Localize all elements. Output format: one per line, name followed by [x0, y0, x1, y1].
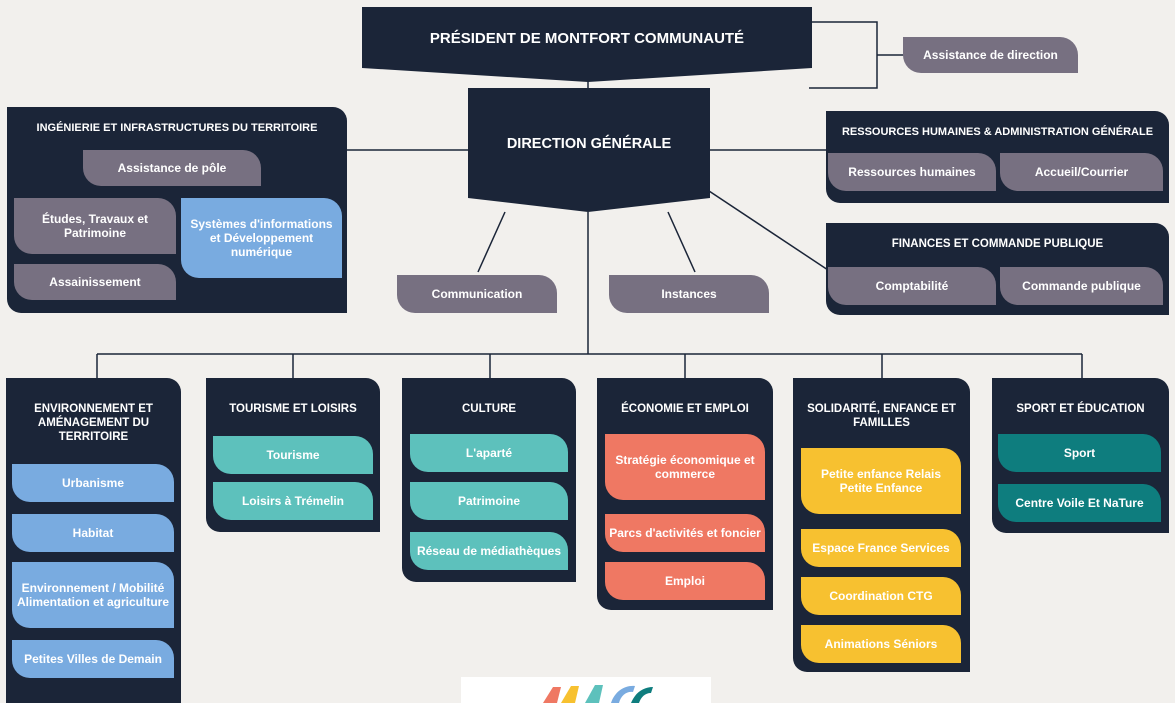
mediatheques-box: Réseau de médiathèques: [410, 532, 568, 570]
sport-panel: SPORT ET ÉDUCATION Sport Centre Voile Et…: [992, 378, 1169, 533]
coordination-ctg-box: Coordination CTG: [801, 577, 961, 615]
culture-title: CULTURE: [461, 403, 517, 415]
tourisme-title: TOURISME ET LOISIRS: [229, 403, 357, 415]
assistance-pole-box: Assistance de pôle: [83, 150, 261, 186]
etudes-travaux-box: Études, Travaux et Patrimoine: [14, 198, 176, 254]
loisirs-tremelin-box: Loisirs à Trémelin: [213, 482, 373, 520]
emploi-box: Emploi: [605, 562, 765, 600]
systemes-informations-box: Systèmes d'informations et Développement…: [181, 198, 342, 278]
espace-france-services-box: Espace France Services: [801, 529, 961, 567]
sport-title: SPORT ET ÉDUCATION: [1016, 403, 1145, 415]
logo: [461, 677, 711, 703]
sport-box: Sport: [998, 434, 1161, 472]
tourisme-box: Tourisme: [213, 436, 373, 474]
centre-voile-box: Centre Voile Et NaTure: [998, 484, 1161, 522]
finances-title: FINANCES ET COMMANDE PUBLIQUE: [891, 238, 1104, 250]
strategie-economique-box: Stratégie économique et commerce: [605, 434, 765, 500]
ingenierie-title: INGÉNIERIE ET INFRASTRUCTURES DU TERRITO…: [36, 122, 318, 134]
environnement-mobilite-box: Environnement / Mobilité Alimentation et…: [12, 562, 174, 628]
tourisme-panel: TOURISME ET LOISIRS Tourisme Loisirs à T…: [206, 378, 380, 532]
economie-panel: ÉCONOMIE ET EMPLOI Stratégie économique …: [597, 378, 773, 610]
economie-title: ÉCONOMIE ET EMPLOI: [621, 403, 749, 415]
aparte-box: L'aparté: [410, 434, 568, 472]
finances-panel: FINANCES ET COMMANDE PUBLIQUE Comptabili…: [826, 223, 1169, 315]
assainissement-box: Assainissement: [14, 264, 176, 300]
rh-title: RESSOURCES HUMAINES & ADMINISTRATION GÉN…: [841, 126, 1154, 138]
solidarite-panel: SOLIDARITÉ, ENFANCE ET FAMILLES Petite e…: [793, 378, 970, 672]
direction-generale-title: DIRECTION GÉNÉRALE: [506, 136, 672, 152]
direction-generale-shape: [468, 88, 710, 212]
ingenierie-panel: INGÉNIERIE ET INFRASTRUCTURES DU TERRITO…: [7, 107, 347, 313]
patrimoine-box: Patrimoine: [410, 482, 568, 520]
environnement-panel: ENVIRONNEMENT ET AMÉNAGEMENT DU TERRITOI…: [6, 378, 181, 703]
culture-panel: CULTURE L'aparté Patrimoine Réseau de mé…: [402, 378, 576, 582]
ressources-humaines-box: Ressources humaines: [828, 153, 996, 191]
environnement-title: ENVIRONNEMENT ET AMÉNAGEMENT DU TERRITOI…: [34, 403, 153, 443]
president-banner-shape: [362, 7, 812, 82]
assistance-direction-box: Assistance de direction: [903, 37, 1078, 73]
rh-panel: RESSOURCES HUMAINES & ADMINISTRATION GÉN…: [826, 111, 1169, 203]
accueil-courrier-box: Accueil/Courrier: [1000, 153, 1163, 191]
solidarite-title: SOLIDARITÉ, ENFANCE ET FAMILLES: [807, 403, 956, 429]
petite-enfance-box: Petite enfance Relais Petite Enfance: [801, 448, 961, 514]
comptabilite-box: Comptabilité: [828, 267, 996, 305]
animations-seniors-box: Animations Séniors: [801, 625, 961, 663]
parcs-activites-box: Parcs d'activités et foncier: [605, 514, 765, 552]
habitat-box: Habitat: [12, 514, 174, 552]
urbanisme-box: Urbanisme: [12, 464, 174, 502]
president-title: PRÉSIDENT DE MONTFORT COMMUNAUTÉ: [429, 29, 745, 47]
commande-publique-box: Commande publique: [1000, 267, 1163, 305]
communication-box: Communication: [397, 275, 557, 313]
logo-graphic: [543, 685, 653, 703]
instances-box: Instances: [609, 275, 769, 313]
petites-villes-box: Petites Villes de Demain: [12, 640, 174, 678]
